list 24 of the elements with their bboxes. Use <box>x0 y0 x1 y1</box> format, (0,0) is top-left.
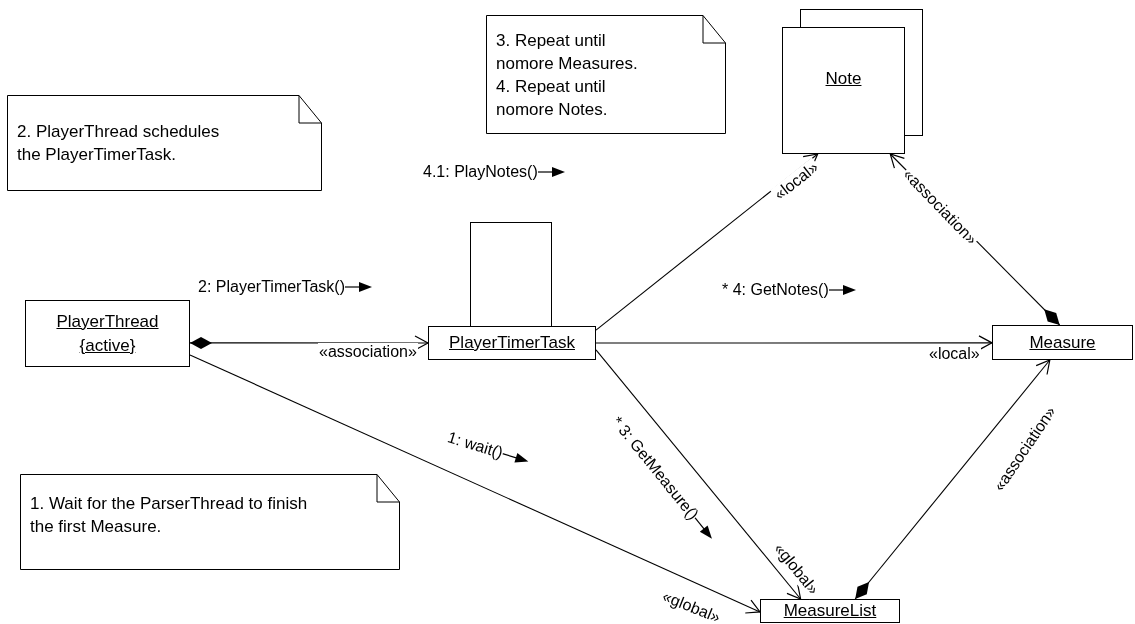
object-name: Measure <box>1029 332 1096 353</box>
message-label: 1: wait() <box>445 428 506 463</box>
object-box <box>25 300 190 367</box>
note-text: 4. Repeat until nomore Notes. <box>496 75 609 121</box>
association-line <box>189 354 761 614</box>
activation-box <box>470 222 552 327</box>
association-line <box>189 335 429 351</box>
note-text: 2. PlayerThread schedules the PlayerTimerTask. <box>17 121 221 166</box>
message-label: 4.1: PlayNotes() <box>423 163 538 181</box>
object-box <box>992 325 1133 360</box>
association-line <box>595 349 802 600</box>
object-box <box>760 599 900 623</box>
object-name: MeasureList <box>783 601 877 621</box>
note-text: 3. Repeat until nomore Measures. <box>496 29 639 75</box>
association-line <box>854 359 1051 600</box>
object-name: PlayerThread {active} <box>55 310 160 357</box>
object-name: Note <box>825 68 862 90</box>
object-name: PlayerTimerTask <box>449 333 575 353</box>
message-label: 2: PlayerTimerTask() <box>198 278 345 296</box>
association-line <box>595 335 993 351</box>
message-label: * 4: GetNotes() <box>722 281 829 299</box>
object-box <box>428 326 596 360</box>
multi-object-box <box>782 27 905 154</box>
note-text: 1. Wait for the ParserThread to finish the first Measure. <box>30 493 309 538</box>
